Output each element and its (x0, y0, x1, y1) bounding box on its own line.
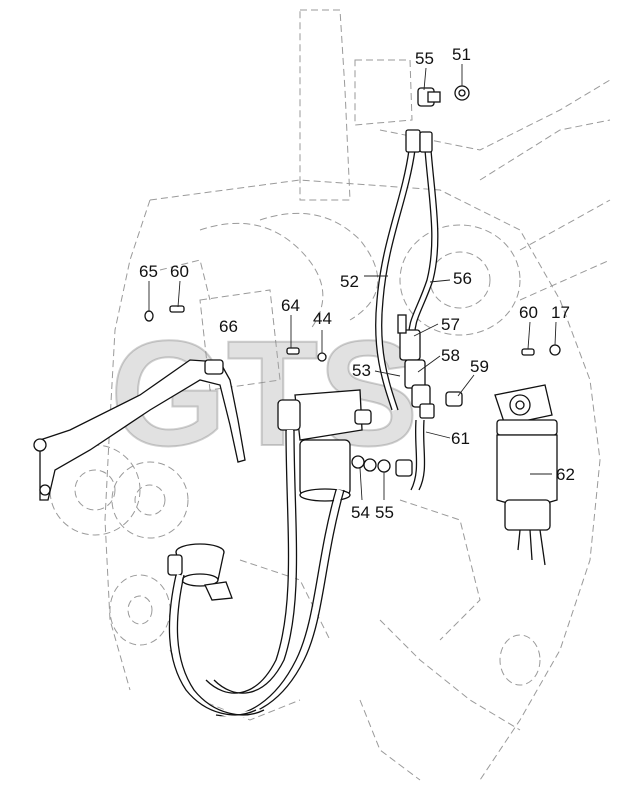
callout-44: 44 (313, 309, 332, 328)
fitting-55-top (405, 87, 441, 153)
callout-62: 62 (556, 465, 575, 484)
hose-61 (410, 419, 426, 492)
callout-55-bottom: 55 (375, 503, 394, 522)
pump-bracket-53 (277, 389, 372, 502)
callout-51: 51 (452, 45, 471, 64)
bolt-65 (144, 310, 154, 322)
leader-lines (148, 64, 557, 501)
bolt-64 (286, 347, 300, 355)
callout-60-right: 60 (519, 303, 538, 322)
callout-65: 65 (139, 262, 158, 281)
callout-61: 61 (451, 429, 470, 448)
callout-52: 52 (340, 272, 359, 291)
callout-56: 56 (453, 269, 472, 288)
callout-54: 54 (351, 503, 370, 522)
fuel-filter-62 (494, 384, 558, 566)
callout-labels: 55 51 65 60 52 56 64 44 66 57 60 17 58 5… (139, 45, 575, 522)
nut-51 (454, 85, 470, 101)
bracket-66 (33, 359, 246, 501)
fittings-54-55-lower (351, 455, 413, 477)
fuel-hose-52 (375, 149, 439, 411)
callout-57: 57 (441, 315, 460, 334)
callout-64: 64 (281, 296, 300, 315)
nut-17 (549, 344, 561, 356)
callout-55-top: 55 (415, 49, 434, 68)
washer-60-left (169, 305, 185, 313)
washer-60-right (521, 348, 535, 356)
callout-17: 17 (551, 303, 570, 322)
strainer-bowl (167, 543, 233, 601)
valve-assembly-57-58 (397, 314, 463, 419)
callout-60-left: 60 (170, 262, 189, 281)
washer-44 (317, 352, 327, 362)
callout-58: 58 (441, 346, 460, 365)
callout-66: 66 (219, 317, 238, 336)
strainer-hose (168, 574, 265, 718)
callout-59: 59 (470, 357, 489, 376)
callout-53: 53 (352, 361, 371, 380)
